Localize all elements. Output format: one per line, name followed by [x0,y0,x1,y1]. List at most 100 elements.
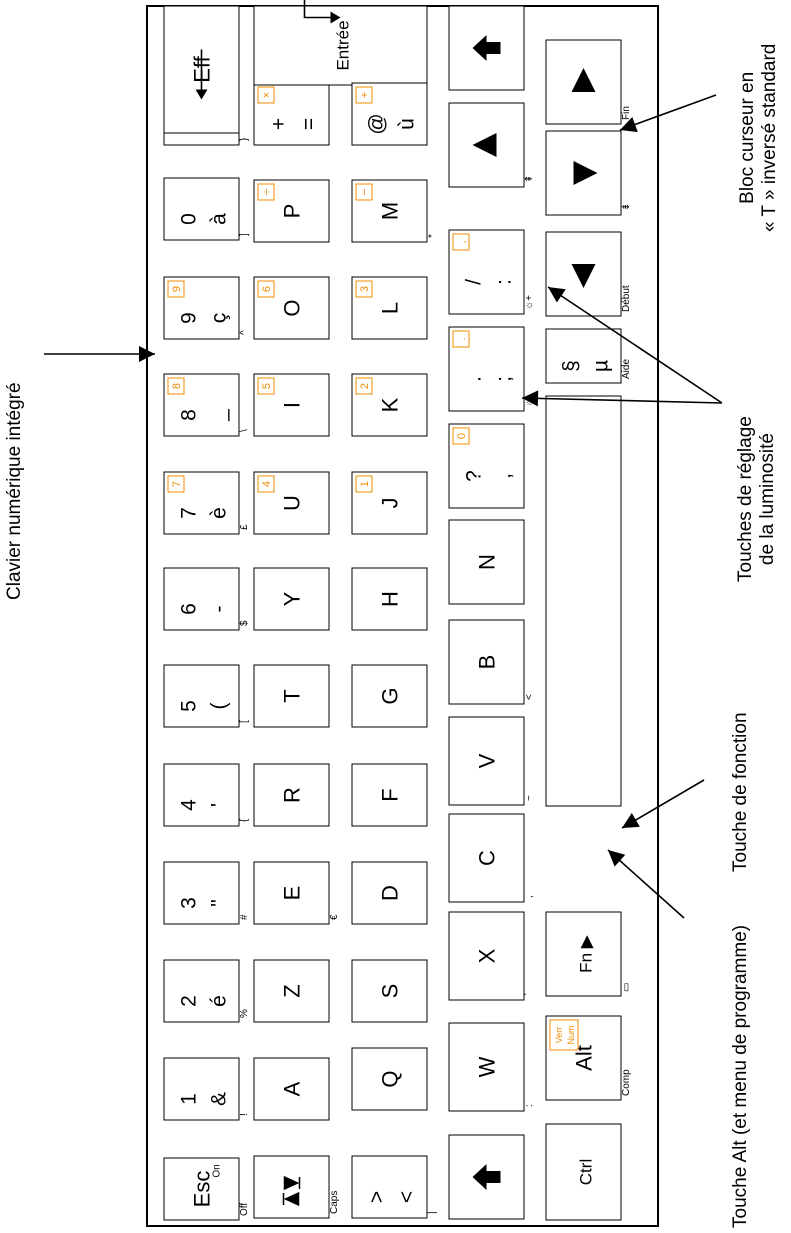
key-label: Entrée [334,20,353,70]
key-eff[interactable]: Eff [163,5,240,134]
key-side-label: , [524,895,535,898]
key-side-label: ] [239,233,250,236]
key-e[interactable]: E€ [253,861,340,925]
key-cap [351,959,428,1023]
key-p[interactable]: P÷ [253,179,330,243]
key-8[interactable]: 8_8\ [163,373,250,437]
key-colon[interactable]: /:,☼+ [448,229,535,315]
key-q[interactable]: Q [351,1047,428,1111]
key-3[interactable]: 3"# [163,861,250,925]
key-v[interactable]: V~ [448,716,535,806]
key-fn[interactable]: Fn ▶▭ [545,911,632,997]
key-up[interactable]: ⇞ [448,102,535,188]
key-w[interactable]: W: [448,1022,535,1112]
key-legend: 4' [178,799,231,811]
key-cap [253,861,330,925]
key-cap [163,567,240,631]
key-label-lower: " [208,899,231,906]
key-ctrl[interactable]: Ctrl [545,1123,622,1221]
key-j[interactable]: J1 [351,471,428,535]
enter-arrow-icon [303,0,337,19]
key-k[interactable]: K2 [351,373,428,437]
key-x[interactable]: X` [448,911,535,1001]
backspace-arrow-icon [195,89,208,100]
key-o[interactable]: O6 [253,276,330,340]
key-label-upper: 1 [178,1093,201,1105]
key-6[interactable]: 6- $ [163,567,250,631]
key-h[interactable]: H [351,567,428,631]
key-side-label: £ [239,524,250,530]
key-5[interactable]: 5([ [163,664,250,728]
key-side-label: $ [239,620,250,626]
key-l[interactable]: L3 [351,276,428,340]
key-lt[interactable]: ><| [351,1155,438,1219]
key-legend: G [378,687,403,704]
key-r[interactable]: R [253,763,330,827]
key-t[interactable]: T [253,664,330,728]
key-semicolon[interactable]: .;.☼- [448,326,535,412]
key-right[interactable]: Fin [545,39,632,125]
key-label: J [378,498,403,509]
numpad-badge-label: − [359,189,371,195]
key-legend: Z [280,984,305,997]
caps-lock-icon [282,1191,300,1207]
key-comma[interactable]: ?,0 [448,423,525,509]
key-z[interactable]: Z [253,959,330,1023]
key-entree[interactable]: Entrée [253,0,428,86]
key-u[interactable]: U4 [253,471,330,535]
key-c[interactable]: C, [448,813,535,903]
key-n[interactable]: N [448,519,525,605]
key-down[interactable]: ⇟ [545,130,632,216]
numpad-badge-label: 7 [171,481,183,487]
key-4[interactable]: 4'{ [163,763,250,827]
key-b[interactable]: B< [448,619,535,705]
key-eq[interactable]: +=× [253,82,330,146]
key-ugrave[interactable]: @ù+ [351,82,428,146]
key-m[interactable]: M−* [351,179,438,243]
key-label: M [378,202,403,220]
key-side-label: Off [239,1203,250,1216]
key-y[interactable]: Y [253,567,330,631]
key-label-upper: 2 [178,995,201,1007]
key-legend: ?, [463,470,516,482]
key-legend: H [378,591,403,607]
key-left[interactable]: Début [545,231,632,317]
key-side-label: : [524,1104,535,1107]
key-legend: P [280,204,305,219]
key-shift-right[interactable] [448,5,525,91]
key-f[interactable]: F [351,763,428,827]
key-g[interactable]: G [351,664,428,728]
key-space[interactable] [545,395,622,807]
key-label: O [280,299,305,316]
key-a[interactable]: A [253,1057,330,1121]
key-legend: /: [463,279,516,285]
callout-function-arrow [621,779,705,829]
key-cap [545,911,622,997]
key-label: Fn ▶ [577,934,596,973]
numpad-badge-label: 2 [359,383,371,389]
key-i[interactable]: I5 [253,373,330,437]
arrow-right-icon [571,68,596,92]
key-caps[interactable]: Caps [253,1155,340,1219]
key-legend: 6- [178,603,231,615]
key-d[interactable]: D [351,861,428,925]
key-legend: B [475,655,500,670]
numpad-badge-label: 8 [171,383,183,389]
key-shift-left[interactable] [448,1134,525,1220]
key-label: G [378,687,403,704]
arrow-left-icon [571,264,596,288]
key-cap [253,567,330,631]
key-cap [163,1157,240,1221]
key-1[interactable]: 1&! [163,1057,250,1121]
shift-arrow-icon [472,1164,501,1190]
key-s[interactable]: S [351,959,428,1023]
key-cap [163,861,240,925]
